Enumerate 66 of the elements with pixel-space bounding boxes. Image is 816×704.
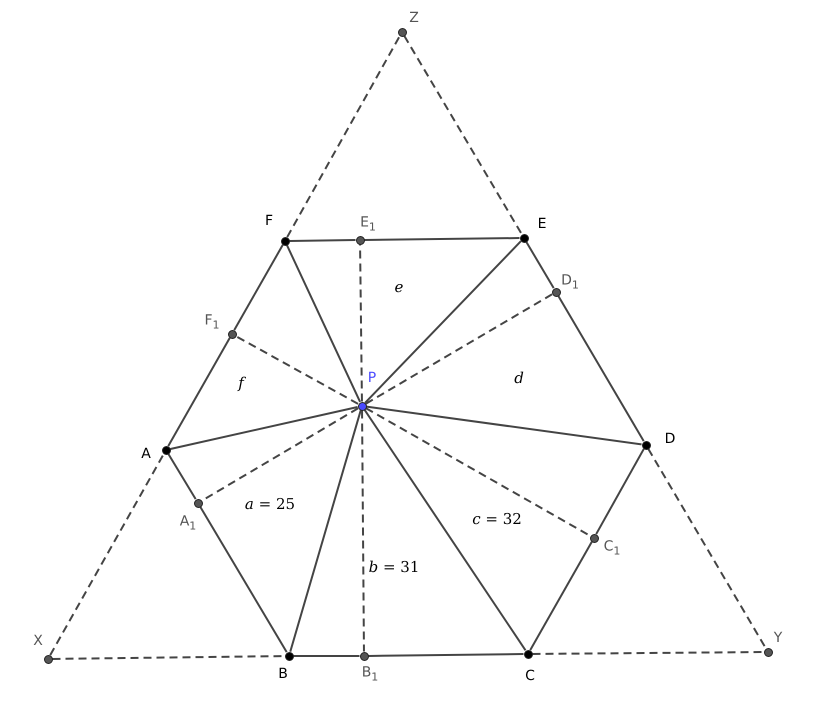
region-label: b = 31 <box>368 558 420 576</box>
line-segment <box>289 239 356 242</box>
line-segment <box>529 541 593 651</box>
dashed-line <box>365 407 591 537</box>
point-dot <box>524 650 532 658</box>
point-dot <box>552 288 560 296</box>
point-dot <box>162 446 170 454</box>
point-dot <box>590 534 598 542</box>
line-segment <box>364 240 522 404</box>
line-segment <box>557 295 645 442</box>
point-dot <box>360 652 368 660</box>
region-label: f <box>238 374 244 392</box>
point-dot <box>520 234 528 242</box>
region-label: d <box>514 369 524 387</box>
line-segment <box>170 406 358 450</box>
region-label: a = 25 <box>244 495 296 513</box>
dashed-line <box>647 448 767 649</box>
point-label: B$_{1}$ <box>362 666 378 682</box>
line-segment <box>366 406 642 446</box>
point-dot <box>764 648 772 656</box>
point-dot <box>44 654 52 664</box>
point-label: D <box>664 432 676 446</box>
point-label: P <box>368 371 376 385</box>
point-dot <box>358 402 366 410</box>
dashed-line <box>49 453 165 656</box>
line-segment <box>364 409 526 651</box>
point-dot <box>228 330 236 338</box>
point-label: X <box>33 634 43 648</box>
line-segment <box>286 244 361 402</box>
line-segment <box>199 506 288 653</box>
point-dot <box>280 236 290 246</box>
point-label: A$_{1}$ <box>180 514 196 532</box>
point-label: B <box>278 667 288 681</box>
point-label: C <box>525 669 535 683</box>
line-segment <box>233 244 284 331</box>
point-label: F <box>264 214 274 228</box>
line-segment <box>167 453 197 500</box>
point-dot <box>284 652 294 660</box>
dashed-line <box>359 244 363 402</box>
line-segment <box>167 337 231 447</box>
point-label: F$_{1}$ <box>204 314 220 330</box>
line-segment <box>368 653 524 657</box>
dashed-line <box>235 335 359 405</box>
dashed-line <box>361 410 365 652</box>
dashed-line <box>403 35 523 235</box>
dashed-line <box>286 35 401 238</box>
point-dot <box>642 440 650 450</box>
point-label: E <box>538 217 546 231</box>
region-label: c = 32 <box>472 510 522 528</box>
point-dot <box>398 28 406 36</box>
point-label: C$_{1}$ <box>604 540 620 556</box>
point-label: Y <box>774 631 782 645</box>
line-segment <box>525 241 555 289</box>
point-label: A <box>141 447 151 461</box>
region-label: e <box>394 278 404 296</box>
line-segment <box>595 448 645 535</box>
point-label: E$_{1}$ <box>360 216 376 232</box>
dashed-line <box>532 651 764 655</box>
point-dot <box>194 498 202 508</box>
point-dot <box>356 236 364 244</box>
point-label: Z <box>409 11 419 25</box>
dashed-line <box>365 293 553 405</box>
line-segment <box>289 410 362 652</box>
point-label: D$_{1}$ <box>561 274 579 290</box>
line-segment <box>294 655 360 657</box>
line-segment <box>364 237 520 241</box>
